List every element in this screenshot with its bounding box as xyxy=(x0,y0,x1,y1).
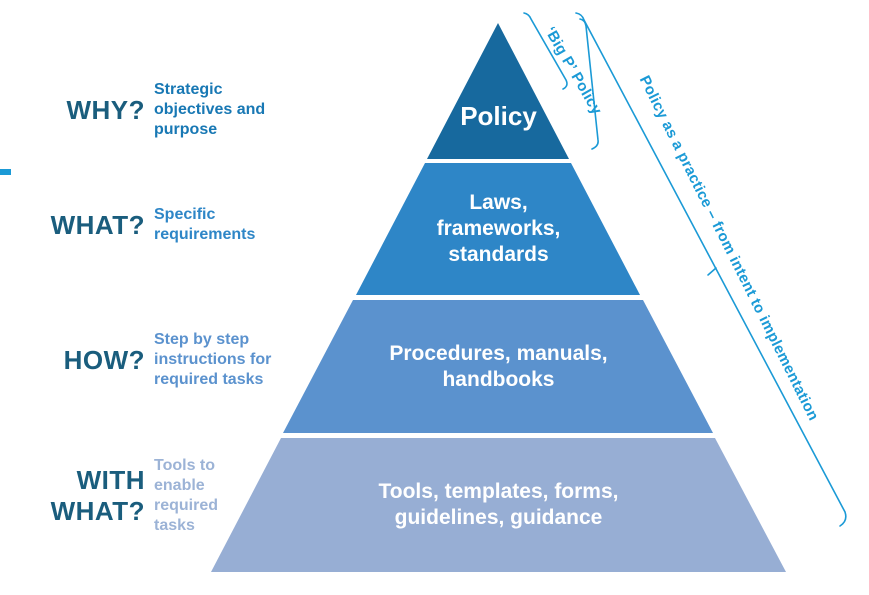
pyramid-level-policy-label: Policy xyxy=(460,101,537,131)
row-why: WHY? Strategic objectives and purpose xyxy=(0,80,272,140)
question-why-label: WHY? xyxy=(66,94,145,125)
pyramid-level-laws-label: Laws, frameworks, standards xyxy=(436,191,561,266)
left-edge-dash xyxy=(0,169,11,175)
policy-pyramid: Policy Laws, frameworks, standards Proce… xyxy=(210,23,787,572)
pyramid-level-tools-label: Tools, templates, forms, guidelines, gui… xyxy=(378,480,619,529)
question-what-label: WHAT? xyxy=(50,209,145,240)
pyramid-level-tools: Tools, templates, forms, guidelines, gui… xyxy=(211,438,786,572)
row-with-what: WITH WHAT? Tools to enable required task… xyxy=(0,456,244,536)
why-description: Strategic objectives and purpose xyxy=(154,81,266,138)
row-how: HOW? Step by step instructions for requi… xyxy=(0,330,278,390)
pyramid-level-procedures: Procedures, manuals, handbooks xyxy=(283,300,713,433)
with-what-description: Tools to enable required tasks xyxy=(154,457,219,534)
question-how-label: HOW? xyxy=(63,344,145,375)
how-description: Step by step instructions for required t… xyxy=(154,331,272,388)
pyramid-level-policy: Policy xyxy=(427,23,569,159)
what-description: Specific requirements xyxy=(154,206,256,243)
row-what: WHAT? Specific requirements xyxy=(0,205,262,245)
pyramid-level-procedures-label: Procedures, manuals, handbooks xyxy=(389,341,608,391)
question-with-what-label: WITH WHAT? xyxy=(50,465,145,526)
